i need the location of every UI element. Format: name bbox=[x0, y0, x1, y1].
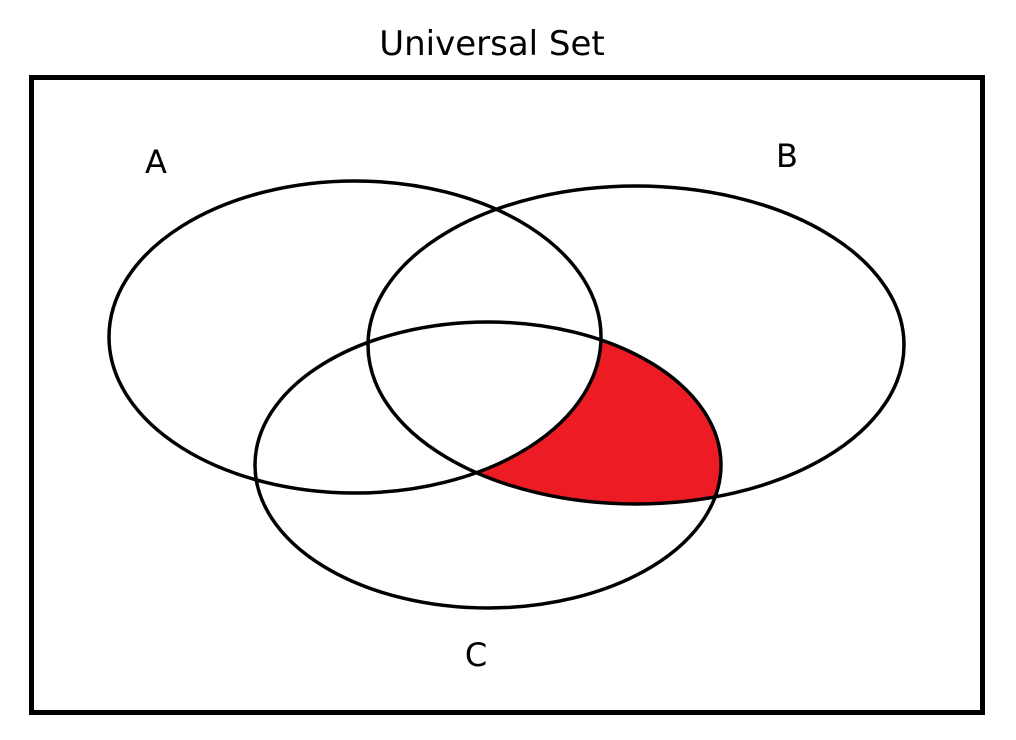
set-b-ellipse bbox=[366, 184, 906, 506]
set-b-label: B bbox=[776, 137, 798, 175]
highlighted-region bbox=[368, 322, 721, 504]
set-a-label: A bbox=[145, 143, 167, 181]
universal-set-border bbox=[29, 75, 985, 715]
set-c-ellipse bbox=[253, 320, 723, 610]
highlighted-region-fill bbox=[368, 322, 721, 504]
set-c-label: C bbox=[465, 636, 487, 674]
set-a-ellipse bbox=[107, 179, 603, 495]
diagram-title: Universal Set bbox=[379, 24, 605, 64]
